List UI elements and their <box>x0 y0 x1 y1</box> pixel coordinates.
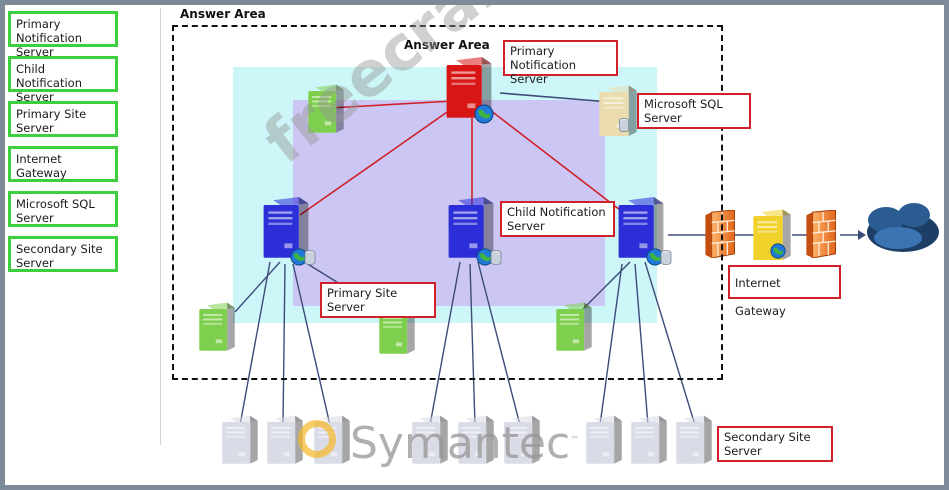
answer-area-outer-title: Answer Area <box>180 7 266 21</box>
trademark-mark: ™ <box>570 435 580 446</box>
panel-divider <box>160 8 161 445</box>
symantec-logo-icon <box>298 420 336 458</box>
brand-name: Symantec <box>350 418 571 469</box>
answer-area-box[interactable] <box>172 25 723 380</box>
label-internet-gateway[interactable]: Internet Gateway <box>728 265 841 318</box>
label-primary-site-server[interactable]: Primary Site Server <box>320 282 436 318</box>
label-secondary-site-server[interactable]: Secondary Site Server <box>717 426 833 462</box>
sql-link <box>499 92 611 103</box>
label-child-notification-server[interactable]: Child Notification Server <box>500 201 615 237</box>
secondary-links <box>234 257 696 426</box>
option-secondary-site-server[interactable]: Secondary Site Server <box>8 236 118 272</box>
option-internet-gateway[interactable]: Internet Gateway <box>8 146 118 182</box>
brand-text: Symantec™ <box>350 418 579 469</box>
label-primary-notification-server[interactable]: Primary Notification Server <box>503 40 618 86</box>
answer-area-inner-title: Answer Area <box>404 38 490 52</box>
option-microsoft-sql-server[interactable]: Microsoft SQL Server <box>8 191 118 227</box>
arrow-head <box>858 230 866 240</box>
label-microsoft-sql-server[interactable]: Microsoft SQL Server <box>637 93 751 129</box>
option-child-notification-server[interactable]: Child Notification Server <box>8 56 118 104</box>
option-primary-notification-server[interactable]: Primary Notification Server <box>8 11 118 59</box>
cloud-icon <box>867 203 939 252</box>
option-primary-site-server[interactable]: Primary Site Server <box>8 101 118 137</box>
